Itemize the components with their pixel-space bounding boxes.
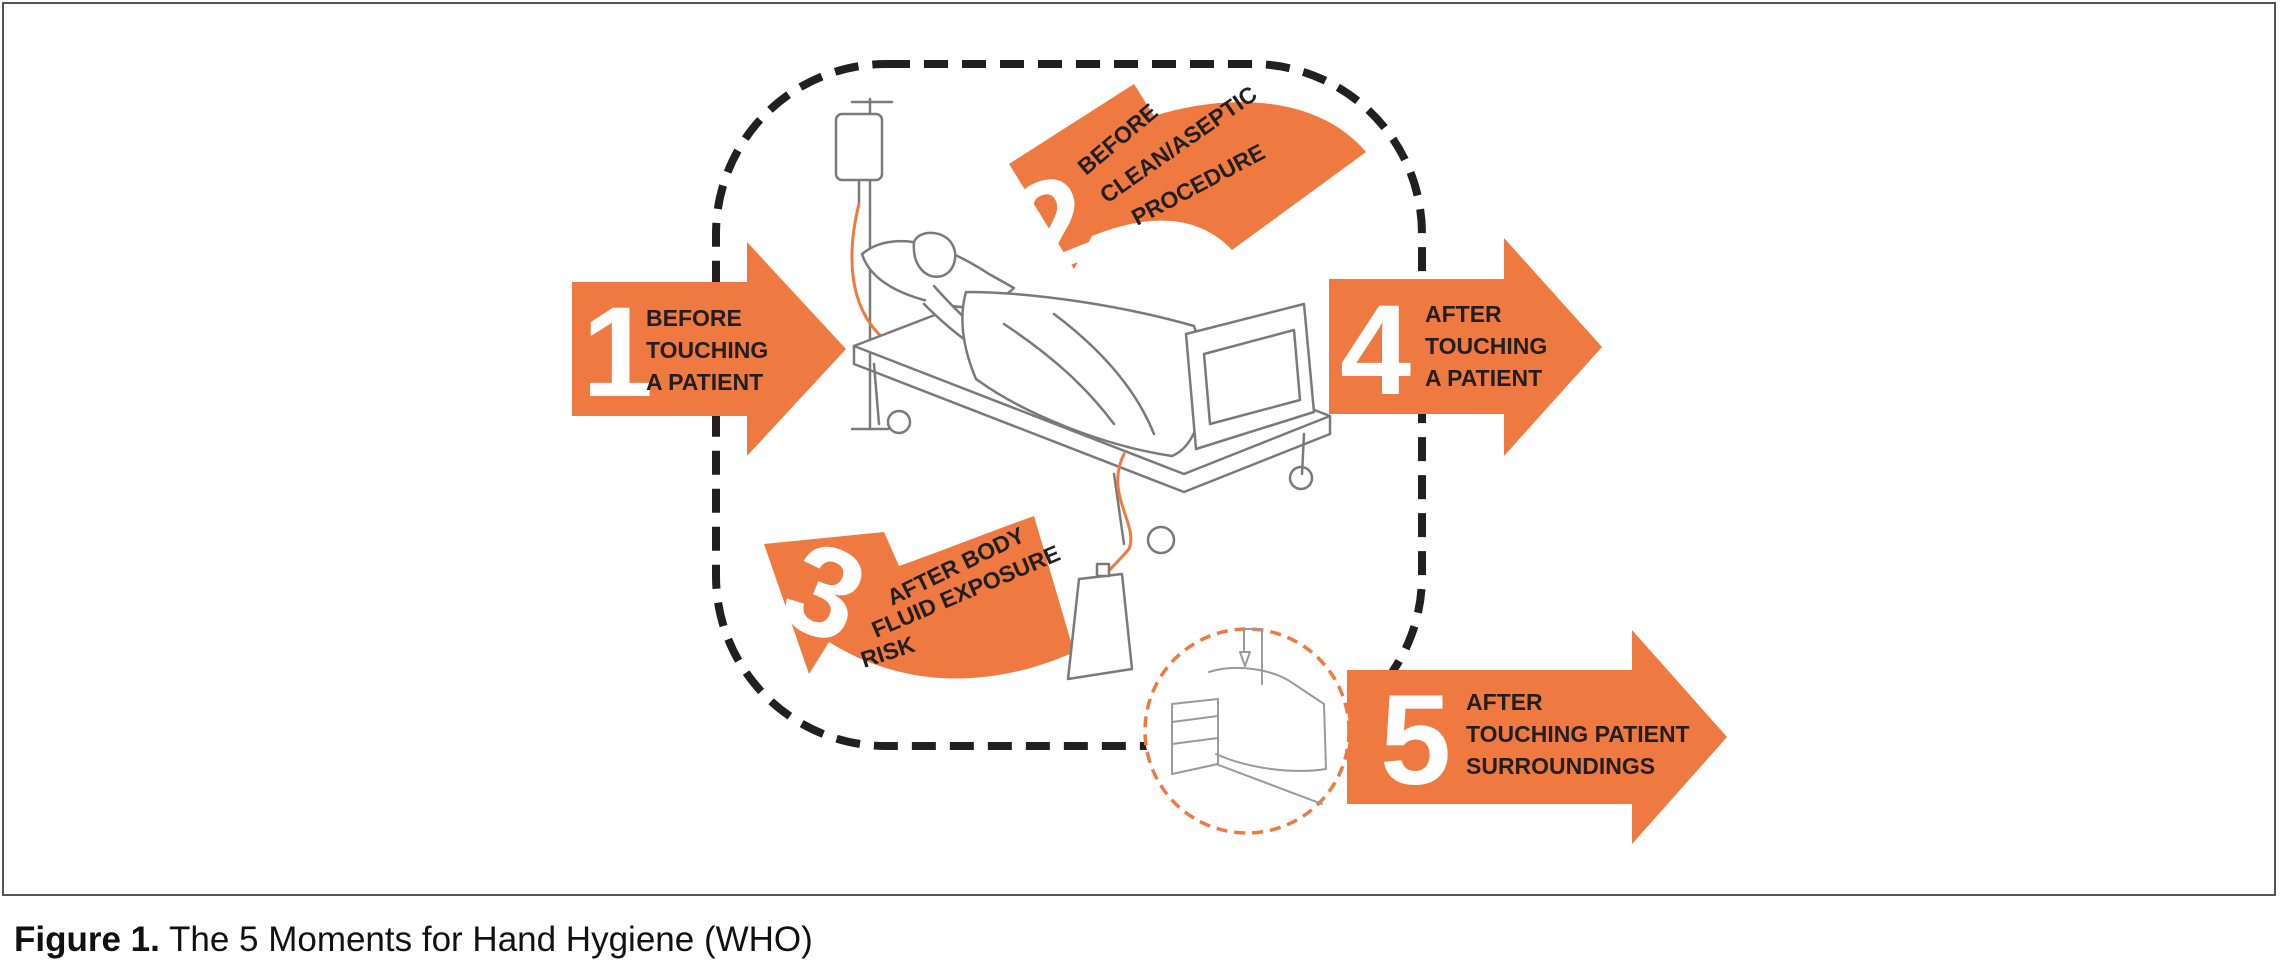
moment-5-arrow: 5 AFTER TOUCHING PATIENT SURROUNDINGS xyxy=(1347,630,1727,844)
five-moments-diagram: 1 BEFORE TOUCHING A PATIENT 4 AFTER TOUC… xyxy=(572,60,1727,844)
patient-surroundings-illustration xyxy=(1143,627,1351,835)
moment-1-arrow: 1 BEFORE TOUCHING A PATIENT xyxy=(572,242,846,456)
caption-label: Figure 1. xyxy=(14,920,160,959)
moment-4-label-line-1: AFTER xyxy=(1425,301,1502,327)
moment-4-arrow: 4 AFTER TOUCHING A PATIENT xyxy=(1329,238,1602,456)
moment-2-arrow: 2 BEFORE CLEAN/ASEPTIC PROCEDURE xyxy=(994,81,1366,305)
moment-4-label-line-2: TOUCHING xyxy=(1425,333,1547,359)
moment-1-label-line-3: A PATIENT xyxy=(646,369,763,395)
moment-4-label-line-3: A PATIENT xyxy=(1425,365,1542,391)
moment-5-label-line-3: SURROUNDINGS xyxy=(1466,753,1655,779)
moment-5-number: 5 xyxy=(1380,669,1451,812)
figure-frame: 1 BEFORE TOUCHING A PATIENT 4 AFTER TOUC… xyxy=(2,2,2276,896)
caption-text: The 5 Moments for Hand Hygiene (WHO) xyxy=(168,920,813,959)
moment-3-arrow: 3 AFTER BODY FLUID EXPOSURE RISK xyxy=(764,513,1074,679)
patient-bed-illustration xyxy=(834,97,1332,681)
moment-1-label-line-2: TOUCHING xyxy=(646,337,768,363)
moment-4-number: 4 xyxy=(1340,279,1411,422)
moment-5-label-line-1: AFTER xyxy=(1466,689,1543,715)
moment-1-label-line-1: BEFORE xyxy=(646,305,742,331)
figure-caption: Figure 1. The 5 Moments for Hand Hygiene… xyxy=(14,920,813,960)
moment-5-label-line-2: TOUCHING PATIENT xyxy=(1466,721,1690,747)
moment-1-number: 1 xyxy=(582,281,653,424)
